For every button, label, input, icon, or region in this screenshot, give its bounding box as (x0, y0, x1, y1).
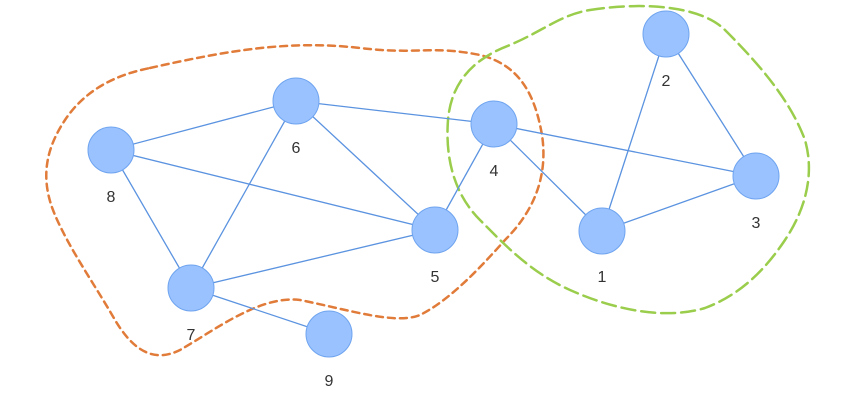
edge-7-9 (190, 287, 330, 335)
edge-4-1 (493, 123, 603, 232)
node-circle[interactable] (732, 152, 780, 200)
edge-1-2 (601, 33, 667, 232)
node-circle[interactable] (272, 77, 320, 125)
node-circle[interactable] (87, 126, 135, 174)
edge-8-6 (110, 100, 297, 151)
edge-2-3 (665, 33, 757, 177)
community-green-boundary (446, 4, 811, 315)
node-6[interactable]: 6 (272, 77, 320, 157)
node-label: 2 (662, 73, 671, 90)
communities-layer (45, 4, 811, 357)
node-5[interactable]: 5 (411, 206, 459, 286)
community-orange-boundary (45, 44, 545, 357)
nodes-layer: 1 2 3 4 5 6 7 8 9 (87, 10, 780, 390)
node-label: 9 (325, 373, 334, 390)
node-circle[interactable] (470, 100, 518, 148)
edge-6-4 (295, 100, 495, 125)
edge-1-3 (601, 175, 757, 232)
node-label: 3 (752, 215, 761, 232)
node-circle[interactable] (411, 206, 459, 254)
node-3[interactable]: 3 (732, 152, 780, 232)
node-label: 8 (107, 189, 116, 206)
node-9[interactable]: 9 (305, 310, 353, 390)
node-label: 6 (292, 140, 301, 157)
edge-7-5 (190, 229, 436, 289)
node-label: 7 (187, 327, 196, 344)
edges-layer (110, 33, 757, 335)
edge-6-7 (190, 100, 297, 289)
node-8[interactable]: 8 (87, 126, 135, 206)
node-circle[interactable] (305, 310, 353, 358)
node-7[interactable]: 7 (167, 264, 215, 344)
node-label: 4 (490, 163, 499, 180)
edge-4-3 (493, 123, 757, 177)
node-1[interactable]: 1 (578, 207, 626, 286)
node-circle[interactable] (578, 207, 626, 255)
node-label: 5 (431, 269, 440, 286)
node-4[interactable]: 4 (470, 100, 518, 180)
edge-8-5 (110, 149, 436, 231)
edge-8-7 (110, 149, 192, 289)
node-circle[interactable] (642, 10, 690, 58)
node-2[interactable]: 2 (642, 10, 690, 90)
edge-6-5 (295, 100, 436, 231)
node-circle[interactable] (167, 264, 215, 312)
node-label: 1 (598, 269, 607, 286)
